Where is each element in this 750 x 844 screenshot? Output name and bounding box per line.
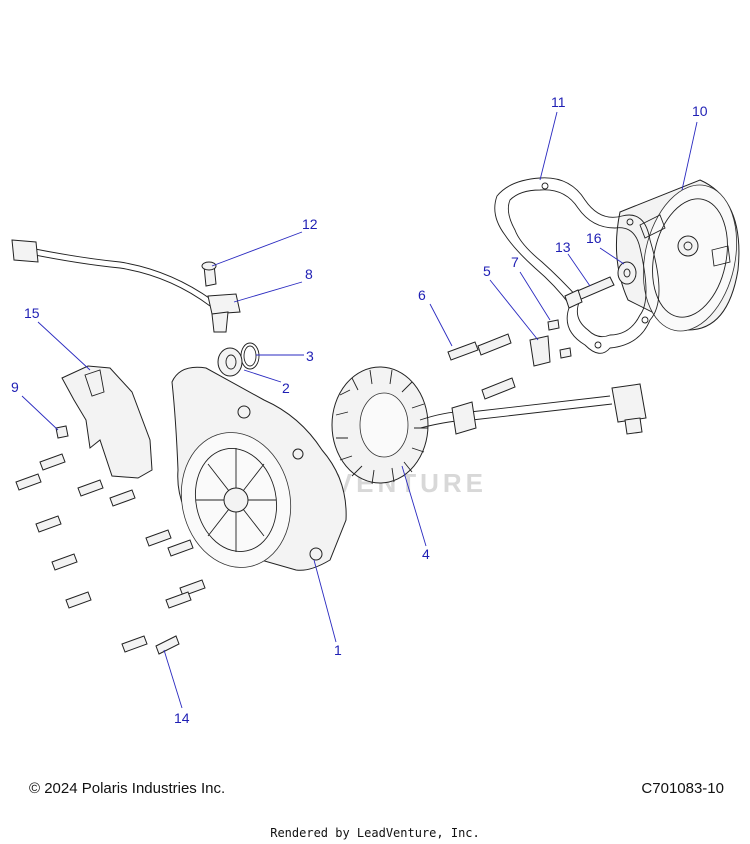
oil-seal[interactable]: [217, 347, 243, 377]
copyright-text: © 2024 Polaris Industries Inc.: [29, 780, 226, 797]
speed-sensor[interactable]: [11, 239, 241, 333]
callout-6[interactable]: 6: [418, 287, 426, 303]
sensor-screw[interactable]: [201, 261, 217, 287]
callout-9[interactable]: 9: [11, 379, 19, 395]
callout-14[interactable]: 14: [174, 710, 190, 726]
bracket[interactable]: [61, 365, 153, 479]
callout-5[interactable]: 5: [483, 263, 491, 279]
stator-screws[interactable]: [447, 333, 516, 400]
cover-bolts[interactable]: [15, 453, 206, 655]
callout-2[interactable]: 2: [282, 380, 290, 396]
callout-8[interactable]: 8: [305, 266, 313, 282]
callout-3[interactable]: 3: [306, 348, 314, 364]
washer[interactable]: [617, 261, 637, 285]
o-ring[interactable]: [240, 342, 260, 370]
callout-11[interactable]: 11: [551, 94, 566, 110]
flywheel-rotor[interactable]: [615, 176, 749, 339]
callout-15[interactable]: 15: [24, 305, 40, 321]
stator[interactable]: [331, 366, 647, 485]
rendered-by-text: Rendered by LeadVenture, Inc.: [270, 826, 480, 840]
leader-lines: [21, 111, 698, 709]
gasket[interactable]: [494, 177, 660, 354]
callout-13[interactable]: 13: [555, 239, 571, 255]
callouts: 1 2 3 4 5 6 7 8 9 10 11 12 13 14 15 16: [11, 94, 708, 726]
bracket-clip[interactable]: [55, 425, 69, 439]
callout-16[interactable]: 16: [586, 230, 602, 246]
clip-screw[interactable]: [547, 319, 572, 359]
callout-7[interactable]: 7: [511, 254, 519, 270]
document-number: C701083-10: [641, 780, 724, 797]
callout-4[interactable]: 4: [422, 546, 430, 562]
callout-1[interactable]: 1: [334, 642, 342, 658]
callout-12[interactable]: 12: [302, 216, 318, 232]
wire-clip[interactable]: [529, 335, 551, 367]
stator-cover[interactable]: [169, 366, 347, 577]
flywheel-bolt[interactable]: [564, 276, 615, 309]
callout-10[interactable]: 10: [692, 103, 708, 119]
